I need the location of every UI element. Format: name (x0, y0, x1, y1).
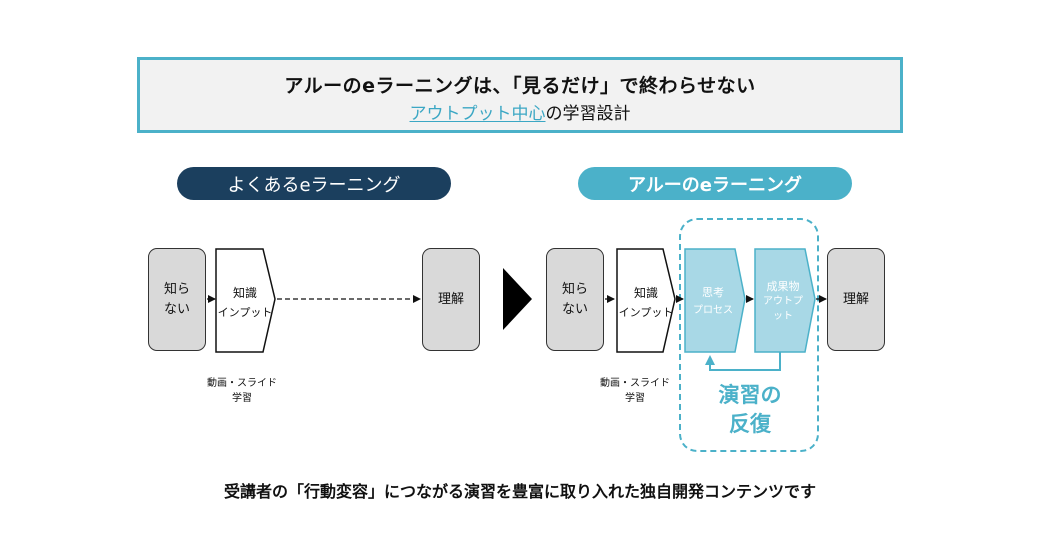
think-line1: 思考 (702, 286, 724, 299)
left-caption-line2: 学習 (232, 393, 252, 404)
repeat-loop-arrow (705, 352, 781, 371)
output-label: 成果物 アウトプ ット (755, 279, 811, 324)
exercise-repeat-label: 演習の 反復 (700, 381, 800, 439)
right-not-know-line2: ない (561, 301, 588, 317)
transition-arrow (503, 268, 532, 330)
output-line1: 成果物 (766, 280, 800, 293)
right-input-label: 知識 インプット (617, 283, 675, 323)
right-input-shape (616, 248, 676, 353)
think-process-label: 思考 プロセス (685, 284, 741, 320)
footer-caption: 受講者の「行動変容」につながる演習を豊富に取り入れた独自開発コンテンツです (223, 482, 816, 501)
output-line3: ット (773, 311, 793, 322)
exercise-group-outline (679, 218, 819, 452)
repeat-line2: 反復 (729, 412, 771, 436)
right-input-line2: インプット (618, 306, 674, 319)
repeat-line1: 演習の (718, 383, 782, 407)
pill-typical-elearning: よくあるeラーニング (177, 167, 451, 200)
header-link[interactable]: アウトプット中心 (409, 104, 546, 124)
left-caption: 動画・スライド 学習 (187, 376, 297, 406)
header-title: アルーのeラーニングは、「見るだけ」で終わらせない (284, 75, 756, 97)
output-line2: アウトプ (763, 296, 803, 307)
left-understand-box: 理解 (422, 248, 480, 351)
left-input-shape (215, 248, 276, 353)
right-caption-line1: 動画・スライド (600, 378, 670, 389)
right-understand-label: 理解 (842, 291, 869, 307)
left-not-know-box: 知らない (148, 248, 206, 351)
left-caption-line1: 動画・スライド (207, 378, 277, 389)
left-input-line1: 知識 (232, 286, 257, 300)
right-caption-line2: 学習 (625, 393, 645, 404)
right-understand-box: 理解 (827, 248, 885, 351)
output-shape (754, 248, 816, 353)
think-line2: プロセス (693, 305, 733, 316)
left-not-know-line1: 知ら (163, 281, 190, 297)
header-subtitle-rest: の学習設計 (545, 104, 631, 124)
right-not-know-box: 知らない (546, 248, 604, 351)
left-understand-label: 理解 (437, 291, 464, 307)
right-caption: 動画・スライド 学習 (580, 376, 690, 406)
header-box: アルーのeラーニングは、「見るだけ」で終わらせない アウトプット中心の学習設計 (137, 57, 903, 133)
think-process-shape (684, 248, 746, 353)
left-input-line2: インプット (217, 306, 273, 319)
right-not-know-line1: 知ら (561, 281, 588, 297)
pill-aru-elearning: アルーのeラーニング (578, 167, 852, 200)
left-input-label: 知識 インプット (216, 283, 274, 323)
left-not-know-line2: ない (163, 301, 190, 317)
right-input-line1: 知識 (633, 286, 658, 300)
header-subtitle: アウトプット中心の学習設計 (140, 99, 900, 124)
